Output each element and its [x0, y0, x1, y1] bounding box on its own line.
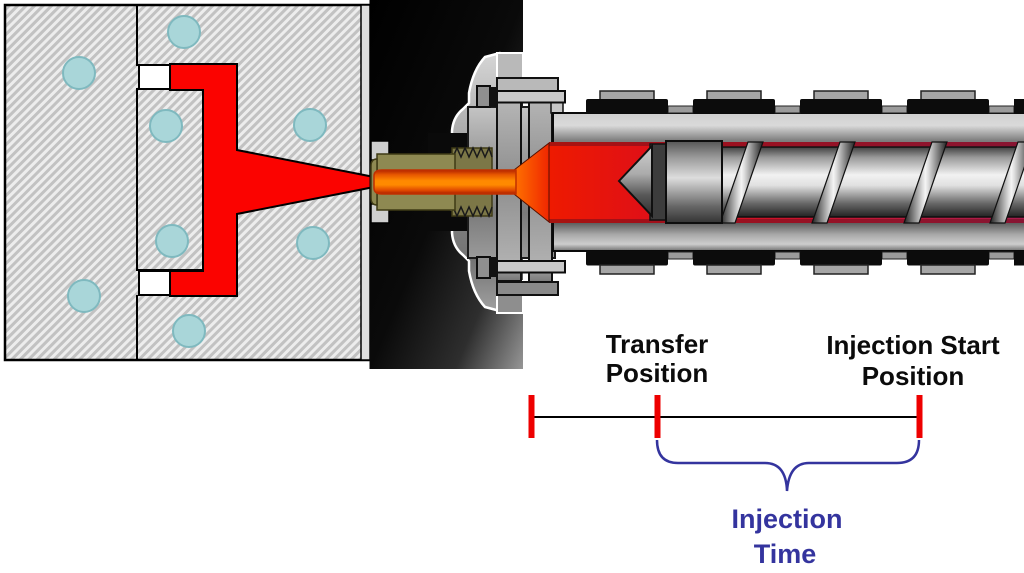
heater-band: [800, 99, 882, 114]
bolt-head: [476, 85, 491, 108]
molded-part-and-sprue: [169, 63, 375, 297]
heater-band: [907, 99, 989, 114]
tick-transfer-position: [654, 395, 661, 438]
nozzle-threads-bottom: [452, 205, 493, 219]
injection-time-label-line2: Time: [754, 539, 817, 569]
cooling-channel: [155, 224, 189, 258]
screw-tip-cone: [617, 143, 653, 219]
cooling-channel: [296, 226, 330, 260]
heater-band-tab: [920, 264, 976, 275]
melt-shadow-bottom: [549, 219, 1024, 223]
screw-flight: [811, 141, 856, 224]
cooling-channels: [62, 15, 330, 348]
bolt-rod: [489, 260, 566, 274]
heater-band-tab: [706, 90, 762, 101]
check-ring: [665, 140, 723, 224]
heater-bands-bottom: [586, 251, 1024, 275]
heater-band-tab: [706, 264, 762, 275]
heater-band-tab: [599, 90, 655, 101]
screw-flights: [719, 141, 1024, 224]
flange-top-step: [496, 77, 559, 92]
cooling-channel: [149, 109, 183, 143]
heater-band: [693, 99, 775, 114]
flange-bottom-step: [496, 281, 559, 296]
bolt-spacer: [489, 257, 498, 277]
flange-bolt-bottom: [476, 256, 566, 279]
mold-assembly: [3, 3, 375, 362]
band-ledge: [988, 251, 1015, 260]
screw-shaft: [721, 146, 1024, 218]
cavity-unfilled-corner-top: [138, 64, 171, 90]
screw-flight: [719, 141, 764, 224]
band-ledge: [988, 105, 1015, 114]
melt-shadow-top: [549, 142, 1024, 146]
flange-bolt-top: [476, 85, 566, 108]
cooling-channel: [172, 314, 206, 348]
band-ledge: [667, 251, 694, 260]
tick-screw-end: [528, 395, 535, 438]
band-ledge: [881, 105, 908, 114]
transfer-position-label-line2: Position: [606, 358, 709, 388]
injection-time-label-line1: Injection: [731, 504, 842, 534]
nozzle-threads-top: [452, 145, 493, 159]
band-ledge: [774, 251, 801, 260]
heater-band: [1014, 251, 1024, 266]
heater-band: [907, 251, 989, 266]
cooling-channel: [167, 15, 201, 49]
cooling-channel: [62, 56, 96, 90]
heater-band: [586, 251, 668, 266]
cooling-channel: [67, 279, 101, 313]
cooling-channel: [293, 108, 327, 142]
cavity-unfilled-corner-bottom: [138, 270, 171, 296]
heater-band: [586, 99, 668, 114]
injection-time-brace: [655, 439, 921, 492]
heater-band-tab: [920, 90, 976, 101]
injection-start-label-line2: Position: [862, 361, 965, 391]
tick-injection-start-position: [916, 395, 923, 438]
band-ledge: [881, 251, 908, 260]
heater-band-tab: [813, 90, 869, 101]
bolt-head: [476, 256, 491, 279]
screw-flight: [989, 141, 1024, 224]
heater-band-tab: [813, 264, 869, 275]
band-ledge: [774, 105, 801, 114]
band-ledge: [667, 105, 694, 114]
heater-band: [1014, 99, 1024, 114]
screw-flight: [903, 141, 948, 224]
injection-start-label-line1: Injection Start: [826, 330, 1000, 360]
melt-channel: [373, 169, 517, 195]
heater-bands-top: [586, 90, 1024, 114]
position-scale: Transfer Position Injection Start Positi…: [528, 329, 1000, 569]
transfer-position-label-line1: Transfer: [606, 329, 709, 359]
heater-band: [693, 251, 775, 266]
bolt-rod: [489, 90, 566, 104]
bolt-spacer: [489, 87, 498, 107]
heater-band-tab: [599, 264, 655, 275]
heater-band: [800, 251, 882, 266]
